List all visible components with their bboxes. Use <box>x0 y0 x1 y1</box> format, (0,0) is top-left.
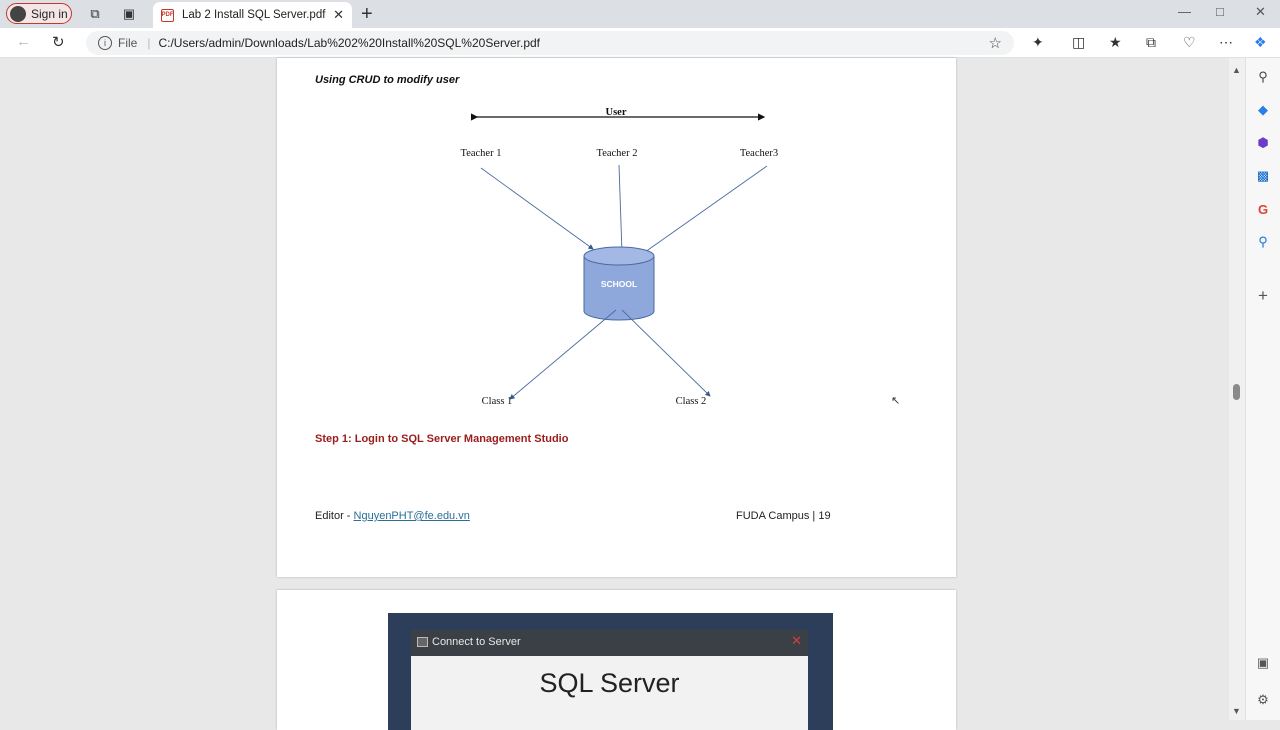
search-icon[interactable]: ⚲ <box>1258 69 1268 84</box>
teacher-2-arrow <box>618 164 625 254</box>
dialog-title: Connect to Server <box>432 636 521 648</box>
scroll-thumb[interactable] <box>1233 384 1240 400</box>
more-menu-icon[interactable]: ⋯ <box>1219 34 1233 50</box>
page-scrollbar[interactable]: ▲ ▼ <box>1229 58 1245 720</box>
page-footer-editor: Editor - NguyenPHT@fe.edu.vn <box>315 510 470 522</box>
pdf-icon: PDF <box>161 8 174 22</box>
outlook-icon[interactable]: ▩ <box>1256 168 1270 183</box>
tab-title: Lab 2 Install SQL Server.pdf <box>182 9 326 21</box>
address-scheme: File <box>118 36 138 50</box>
shopping-tag-icon[interactable]: ◆ <box>1258 102 1268 117</box>
dialog-close-icon: ✕ <box>791 633 802 648</box>
extensions-icon[interactable]: ✦ <box>1032 34 1044 50</box>
profile-avatar <box>10 5 26 22</box>
sign-in-label: Sign in <box>31 6 68 21</box>
back-icon[interactable]: ← <box>16 33 31 50</box>
pdf-page: Using CRUD to modify user User Teacher 1… <box>277 58 956 577</box>
teacher-3-label: Teacher3 <box>740 148 778 159</box>
class-2-arrow <box>621 309 711 397</box>
sign-in-button[interactable]: Sign in <box>6 3 72 24</box>
connect-dialog: Connect to Server ✕ SQL Server <box>411 630 808 730</box>
database-cylinder: SCHOOL <box>583 246 655 321</box>
maximize-icon[interactable]: □ <box>1216 4 1224 19</box>
mouse-cursor-icon: ↖ <box>891 395 901 407</box>
google-icon[interactable]: G <box>1257 201 1269 217</box>
tab-strip: Sign in ⧉ ▣ PDF Lab 2 Install SQL Server… <box>0 0 1280 28</box>
favorites-icon[interactable]: ★ <box>1109 34 1122 50</box>
refresh-icon[interactable]: ↻ <box>52 34 65 51</box>
teacher-1-label: Teacher 1 <box>461 148 502 159</box>
database-label: SCHOOL <box>601 279 637 289</box>
address-field[interactable]: i File | C:/Users/admin/Downloads/Lab%20… <box>86 31 1014 55</box>
server-icon <box>417 637 428 647</box>
dialog-titlebar: Connect to Server <box>417 636 521 648</box>
tab-active[interactable]: PDF Lab 2 Install SQL Server.pdf ✕ <box>153 2 352 28</box>
collections-icon[interactable]: ⧉ <box>1146 34 1156 50</box>
bing-search-icon[interactable]: ⚲ <box>1258 234 1268 249</box>
address-toolbar: ← ↻ i File | C:/Users/admin/Downloads/La… <box>0 28 1280 58</box>
footer-prefix: Editor - <box>315 510 354 522</box>
browser-essentials-icon[interactable]: ♡ <box>1183 34 1196 50</box>
screenshot-icon[interactable]: ▣ <box>1256 655 1270 670</box>
info-icon[interactable]: i <box>98 36 112 50</box>
close-window-icon[interactable]: ✕ <box>1255 4 1266 19</box>
teacher-3-arrow <box>637 165 768 258</box>
editor-email-link[interactable]: NguyenPHT@fe.edu.vn <box>353 510 470 522</box>
dialog-banner: SQL Server <box>411 656 808 730</box>
teacher-2-label: Teacher 2 <box>597 148 638 159</box>
workspaces-icon[interactable]: ⧉ <box>90 6 100 21</box>
minimize-icon[interactable]: — <box>1178 4 1191 19</box>
section-heading: Using CRUD to modify user <box>315 74 460 86</box>
address-url: C:/Users/admin/Downloads/Lab%202%20Insta… <box>158 36 541 50</box>
new-tab-icon[interactable]: + <box>361 3 373 25</box>
scroll-down-icon[interactable]: ▼ <box>1232 706 1241 716</box>
office-icon[interactable]: ⬢ <box>1257 135 1269 150</box>
edge-sidebar: ⚲ ◆ ⬢ ▩ G ⚲ + ▣ ⚙ <box>1245 58 1280 720</box>
add-sidebar-app-icon[interactable]: + <box>1258 286 1268 305</box>
user-label: User <box>606 107 627 118</box>
scroll-up-icon[interactable]: ▲ <box>1232 65 1241 75</box>
step-heading: Step 1: Login to SQL Server Management S… <box>315 433 569 445</box>
teacher-1-arrow <box>480 167 594 250</box>
copilot-icon[interactable]: ❖ <box>1254 34 1267 50</box>
tab-actions-icon[interactable]: ▣ <box>122 6 136 21</box>
sql-server-brand: SQL Server <box>539 668 680 698</box>
favorite-star-icon[interactable]: ☆ <box>988 35 1002 52</box>
crud-diagram: User Teacher 1 Teacher 2 Teacher3 SCHOOL… <box>461 107 779 407</box>
class-2-label: Class 2 <box>676 396 707 407</box>
page-footer-campus: FUDA Campus | 19 <box>736 510 831 522</box>
embedded-screenshot: Connect to Server ✕ SQL Server <box>388 613 833 730</box>
pdf-page-2: Connect to Server ✕ SQL Server <box>277 590 956 730</box>
class-1-label: Class 1 <box>482 396 513 407</box>
close-tab-icon[interactable]: ✕ <box>333 7 344 22</box>
split-screen-icon[interactable]: ◫ <box>1072 34 1086 50</box>
class-1-arrow <box>509 309 617 400</box>
address-separator: | <box>147 36 151 50</box>
sidebar-settings-gear-icon[interactable]: ⚙ <box>1257 692 1269 707</box>
